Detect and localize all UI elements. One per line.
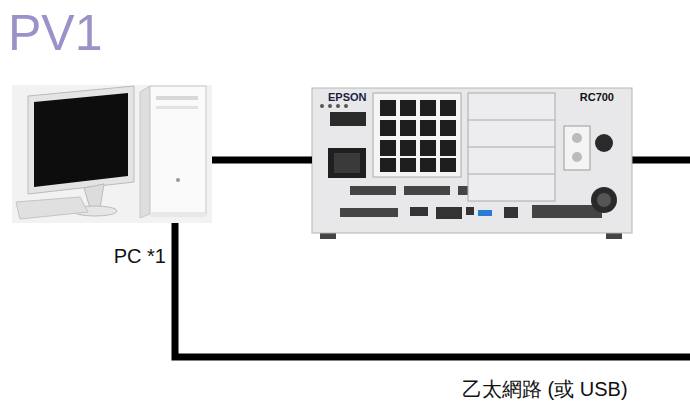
pc-illustration (150, 212, 206, 217)
pc-illustration (16, 197, 88, 219)
controller-illustration (340, 208, 398, 217)
computer: PC *1 (12, 85, 212, 223)
pc-illustration (156, 96, 198, 100)
controller-illustration (404, 186, 450, 195)
controller-illustration (380, 100, 396, 116)
controller-illustration (440, 100, 456, 116)
controller-illustration (597, 193, 611, 207)
wire (632, 157, 690, 164)
controller-illustration (466, 207, 474, 215)
controller-illustration (330, 112, 366, 126)
controller-illustration (420, 100, 436, 116)
pc-illustration (156, 106, 198, 109)
controller-illustration (440, 120, 456, 136)
node-label: EPSON (328, 91, 367, 104)
controller-illustration (373, 93, 461, 177)
controller-illustration (468, 93, 555, 201)
controller-illustration (572, 152, 582, 162)
controller-illustration (400, 100, 416, 116)
pc-illustration (176, 178, 180, 182)
controller-illustration (312, 88, 632, 239)
controller-illustration (572, 133, 582, 143)
controller-illustration (400, 140, 416, 156)
controller-illustration (420, 120, 436, 136)
controller-illustration (468, 147, 555, 148)
controller-illustration (468, 120, 555, 121)
robot-controller: EPSON RC700 (312, 88, 632, 233)
controller-illustration (328, 104, 332, 108)
pc-illustration (34, 93, 128, 187)
pc-illustration (140, 86, 150, 218)
controller-illustration (344, 104, 348, 108)
controller-illustration (312, 88, 632, 233)
controller-illustration (334, 153, 360, 173)
controller-illustration (436, 207, 462, 219)
controller-illustration (380, 158, 396, 172)
controller-illustration (400, 120, 416, 136)
controller-illustration (591, 187, 617, 213)
controller-illustration (504, 207, 518, 218)
controller-illustration (320, 104, 324, 108)
controller-illustration (420, 158, 436, 172)
network-label: 乙太網路 (或 USB) (462, 376, 628, 403)
node-label: PC *1 (114, 245, 166, 268)
wire (175, 216, 690, 357)
pc-illustration (84, 184, 104, 208)
controller-illustration (410, 207, 428, 216)
controller-illustration (468, 174, 555, 175)
controller-illustration (478, 210, 492, 216)
pc-illustration (12, 85, 212, 223)
controller-illustration (440, 158, 456, 172)
title: PV1 (8, 4, 103, 62)
controller-illustration (328, 148, 366, 178)
controller-illustration (400, 158, 416, 172)
controller-illustration (336, 104, 340, 108)
controller-illustration (380, 140, 396, 156)
controller-illustration (380, 100, 456, 172)
controller-illustration (380, 120, 396, 136)
pc-illustration (12, 85, 212, 223)
pc-illustration (28, 86, 134, 194)
controller-illustration (440, 140, 456, 156)
pc-illustration (150, 86, 206, 214)
model-label: RC700 (580, 91, 614, 104)
cable-connector (212, 157, 312, 164)
controller-illustration (595, 134, 613, 152)
controller-illustration (350, 186, 396, 195)
controller-illustration (420, 140, 436, 156)
controller-illustration (532, 205, 602, 218)
controller-illustration (564, 126, 590, 170)
